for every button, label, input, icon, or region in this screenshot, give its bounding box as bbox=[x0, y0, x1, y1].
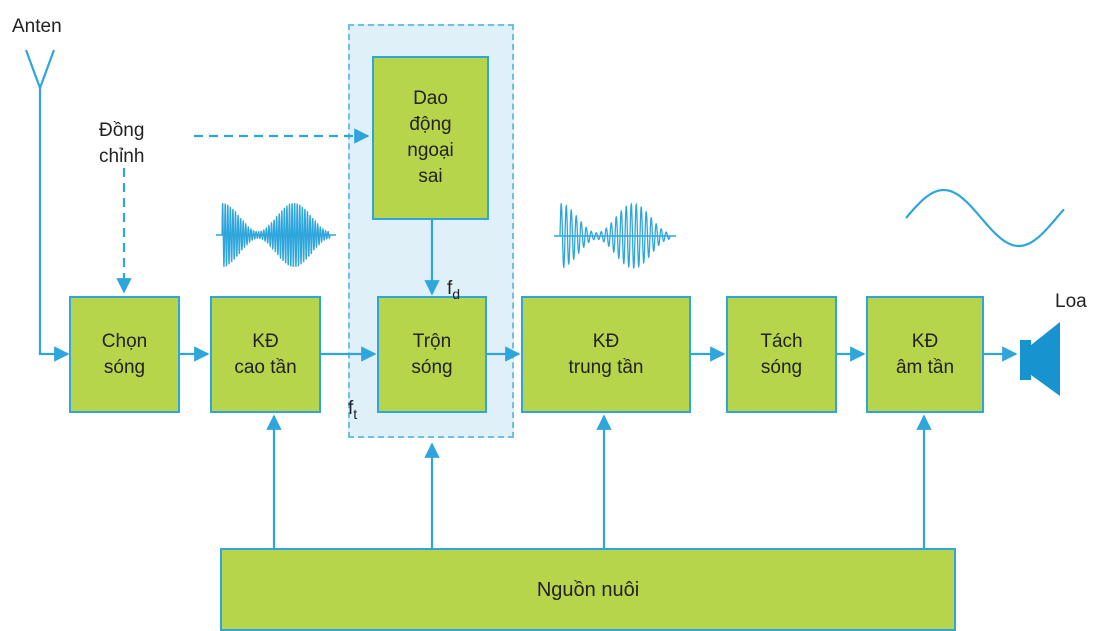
sine-wave-icon bbox=[905, 188, 1065, 248]
tuning-label: Đồng chỉnh bbox=[99, 120, 145, 167]
detector-block: Tách sóng bbox=[726, 296, 837, 413]
local-oscillator-block: Dao động ngoại sai bbox=[372, 56, 489, 220]
rf-amplifier-block: KĐ cao tần bbox=[210, 296, 321, 413]
am-wave-icon bbox=[554, 202, 676, 269]
am-wave-icon bbox=[216, 203, 336, 267]
power-supply-block: Nguồn nuôi bbox=[220, 548, 956, 631]
if-amplifier-block: KĐ trung tần bbox=[521, 296, 691, 413]
speaker-label: Loa bbox=[1055, 291, 1087, 312]
audio-amplifier-block: KĐ âm tần bbox=[866, 296, 984, 413]
signal-frequency-label: ft bbox=[348, 398, 358, 422]
antenna-icon bbox=[24, 49, 70, 362]
antenna-label: Anten bbox=[12, 16, 62, 37]
tuner-block: Chọn sóng bbox=[69, 296, 180, 413]
oscillator-frequency-label: fd bbox=[447, 278, 461, 302]
speaker-icon bbox=[1020, 322, 1060, 396]
mixer-block: Trộn sóng bbox=[377, 296, 487, 413]
